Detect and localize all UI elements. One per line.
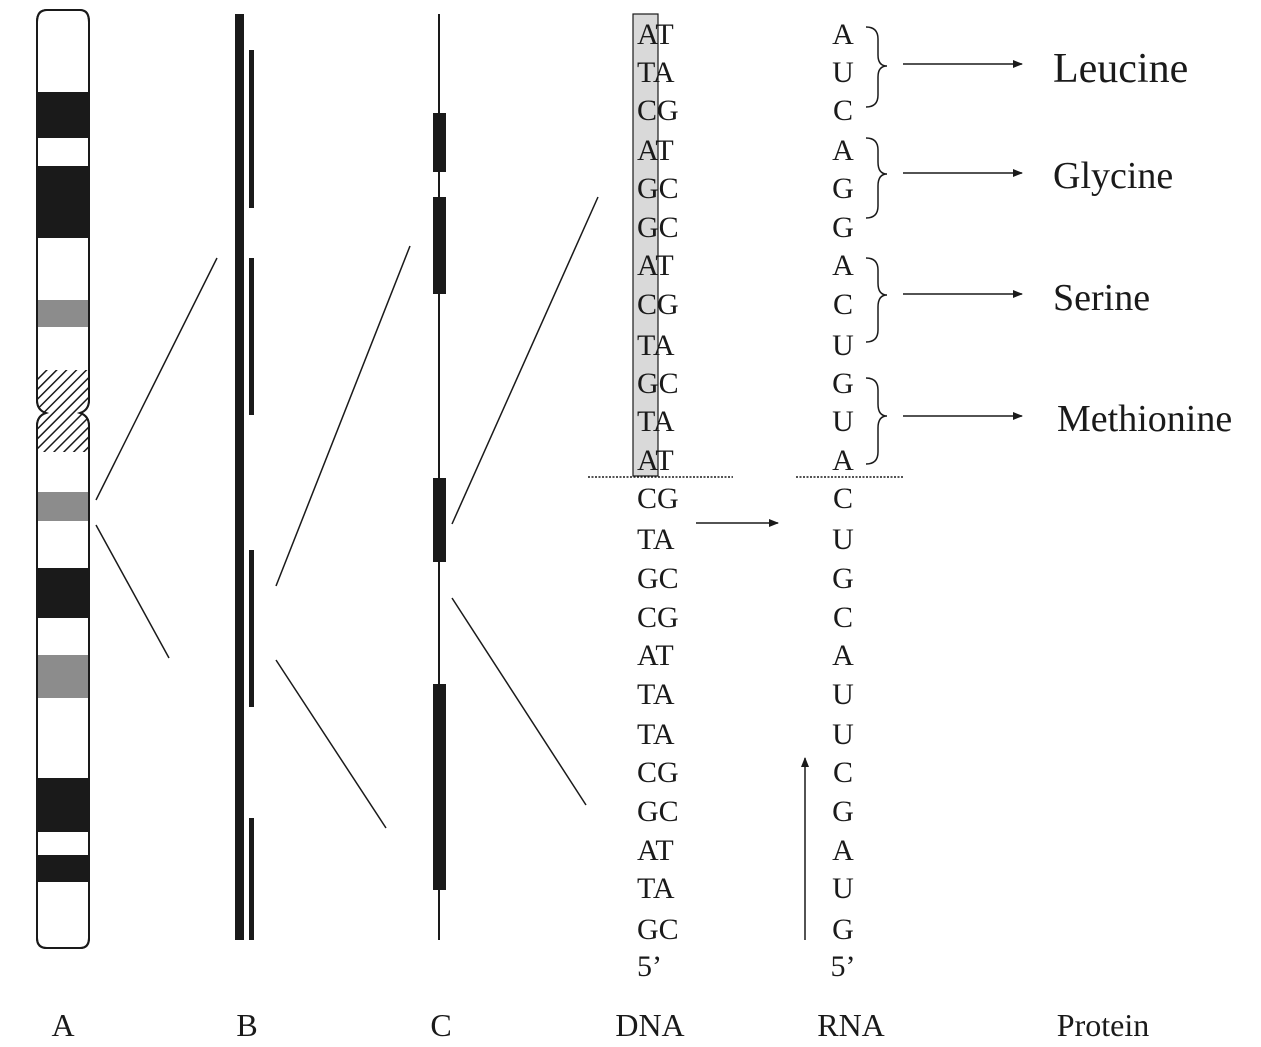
chromosome-band: [38, 778, 88, 832]
rna-base: A: [832, 134, 854, 167]
codon-brace: [865, 377, 888, 465]
dna-base-pair: CG: [637, 288, 679, 321]
column-label-c: C: [430, 1007, 451, 1043]
dna-segment: [235, 14, 254, 940]
rna-base: U: [832, 56, 854, 89]
rna-base: C: [833, 94, 853, 127]
amino-acid-label: Glycine: [1053, 155, 1173, 197]
rna-base: C: [833, 288, 853, 321]
dna-base-pair: TA: [637, 872, 675, 905]
zoom-line: [95, 257, 218, 501]
chromosome-band: [38, 92, 88, 138]
zoom-line: [451, 597, 587, 806]
dna-base-pair: 5’: [637, 950, 662, 983]
rna-base: 5’: [831, 950, 856, 983]
exon: [433, 113, 446, 172]
rna-base: A: [832, 639, 854, 672]
dna-base-pair: GC: [637, 367, 679, 400]
rna-base: C: [833, 756, 853, 789]
dna-base-pair: GC: [637, 562, 679, 595]
dna-base-pair: GC: [637, 211, 679, 244]
chromosome-band: [38, 855, 88, 882]
rna-base: U: [832, 872, 854, 905]
codon-brace: [865, 26, 888, 108]
chromosome-band: [38, 300, 88, 327]
rna-base: G: [832, 211, 854, 244]
rna-base: U: [832, 405, 854, 438]
column-label-protein: Protein: [1057, 1007, 1149, 1043]
column-label-a: A: [51, 1007, 74, 1043]
chromosome-band: [38, 166, 88, 238]
dna-base-pair: GC: [637, 172, 679, 205]
dna-strand: [235, 14, 244, 940]
column-label-rna: RNA: [817, 1007, 885, 1043]
zoom-line: [275, 245, 411, 587]
dna-sequence: AT TA CG AT GC GC AT CG TA GC TA AT CG TA GC CG AT TA TA CG…: [637, 18, 679, 983]
codon-brace: [865, 137, 888, 219]
rna-base: U: [832, 718, 854, 751]
amino-acid-label: Leucine: [1053, 46, 1188, 92]
rna-base: A: [832, 249, 854, 282]
dna-base-pair: TA: [637, 405, 675, 438]
rna-base: G: [832, 367, 854, 400]
centromere-upper-hatch: [38, 370, 88, 413]
template-strand-highlight: [632, 13, 659, 477]
zoom-line: [275, 659, 387, 829]
gene-bar: [249, 258, 254, 415]
exon: [433, 197, 446, 294]
zoom-line: [95, 524, 170, 659]
rna-base: C: [833, 601, 853, 634]
codon-brace: [865, 257, 888, 343]
dna-base-pair: AT: [637, 834, 674, 867]
codon-braces: [865, 26, 888, 465]
rna-base: A: [832, 444, 854, 477]
rna-base: U: [832, 678, 854, 711]
chromosome: [36, 9, 90, 949]
chromosome-band: [38, 492, 88, 521]
exon: [433, 478, 446, 562]
column-label-dna: DNA: [615, 1007, 684, 1043]
dna-base-pair: CG: [637, 756, 679, 789]
column-label-b: B: [236, 1007, 257, 1043]
dna-base-pair: CG: [637, 601, 679, 634]
rna-base: G: [832, 795, 854, 828]
rna-base: G: [832, 562, 854, 595]
dna-base-pair: CG: [637, 482, 679, 515]
dna-base-pair: CG: [637, 94, 679, 127]
zoom-line: [451, 196, 599, 525]
dna-base-pair: GC: [637, 795, 679, 828]
dna-base-pair: TA: [637, 329, 675, 362]
rna-base: G: [832, 172, 854, 205]
chromosome-band: [38, 568, 88, 618]
gene-bar: [249, 818, 254, 940]
dna-base-pair: AT: [637, 444, 674, 477]
rna-base: C: [833, 482, 853, 515]
gene-bar: [249, 50, 254, 208]
dna-base-pair: TA: [637, 56, 675, 89]
gene-bar: [249, 550, 254, 707]
chromosome-band: [38, 655, 88, 698]
gene-structure: [433, 14, 446, 940]
dna-base-pair: AT: [637, 639, 674, 672]
amino-acid-label: Serine: [1053, 277, 1150, 319]
dna-base-pair: AT: [637, 134, 674, 167]
rna-base: G: [832, 913, 854, 946]
rna-base: A: [832, 18, 854, 51]
amino-acid-label: Methionine: [1057, 398, 1232, 440]
dna-base-pair: TA: [637, 678, 675, 711]
rna-base: U: [832, 329, 854, 362]
dna-base-pair: AT: [637, 18, 674, 51]
dna-base-pair: TA: [637, 718, 675, 751]
exon: [433, 684, 446, 890]
dna-base-pair: GC: [637, 913, 679, 946]
rna-base: U: [832, 523, 854, 556]
dna-base-pair: TA: [637, 523, 675, 556]
dna-base-pair: AT: [637, 249, 674, 282]
centromere-lower-hatch: [38, 413, 88, 452]
rna-base: A: [832, 834, 854, 867]
